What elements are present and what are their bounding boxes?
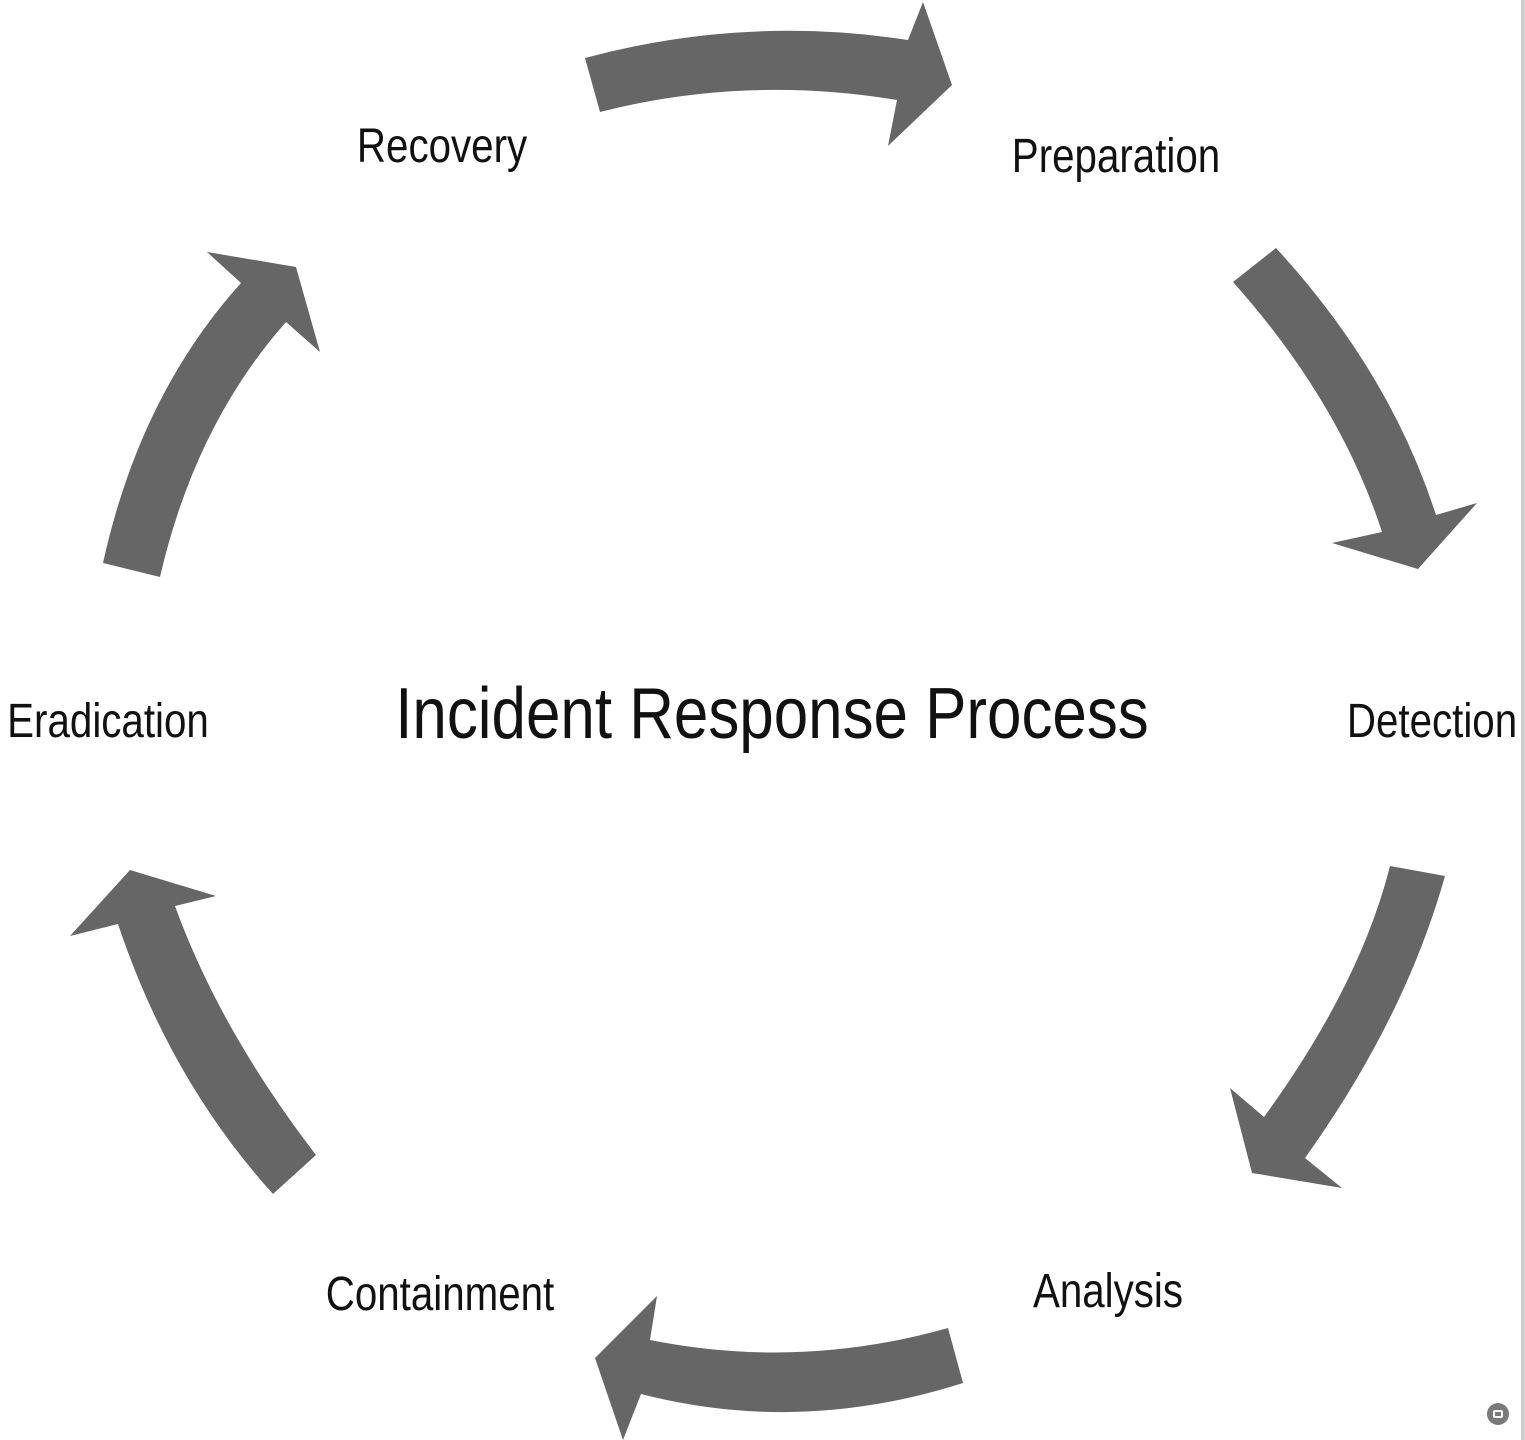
arrow-preparation-to-detection	[1233, 248, 1477, 569]
expand-icon-glyph	[1493, 1410, 1503, 1418]
diagram-title: Incident Response Process	[395, 674, 1149, 754]
stage-label-containment: Containment	[326, 1268, 555, 1321]
arrow-containment-to-eradication	[70, 870, 316, 1194]
arrow-eradication-to-recovery	[103, 252, 320, 577]
right-edge-border	[1521, 0, 1525, 1440]
arrow-detection-to-analysis	[1230, 866, 1445, 1188]
stage-labels: Preparation Detection Analysis Containme…	[7, 120, 1517, 1321]
stage-label-eradication: Eradication	[7, 695, 209, 748]
cycle-arrows	[70, 2, 1477, 1440]
stage-label-recovery: Recovery	[357, 120, 528, 173]
arrow-analysis-to-containment	[595, 1296, 963, 1440]
stage-label-preparation: Preparation	[1012, 130, 1220, 183]
stage-label-analysis: Analysis	[1033, 1265, 1183, 1318]
arrow-recovery-to-preparation	[585, 2, 952, 146]
stage-label-detection: Detection	[1347, 695, 1517, 748]
expand-icon[interactable]	[1487, 1403, 1509, 1425]
